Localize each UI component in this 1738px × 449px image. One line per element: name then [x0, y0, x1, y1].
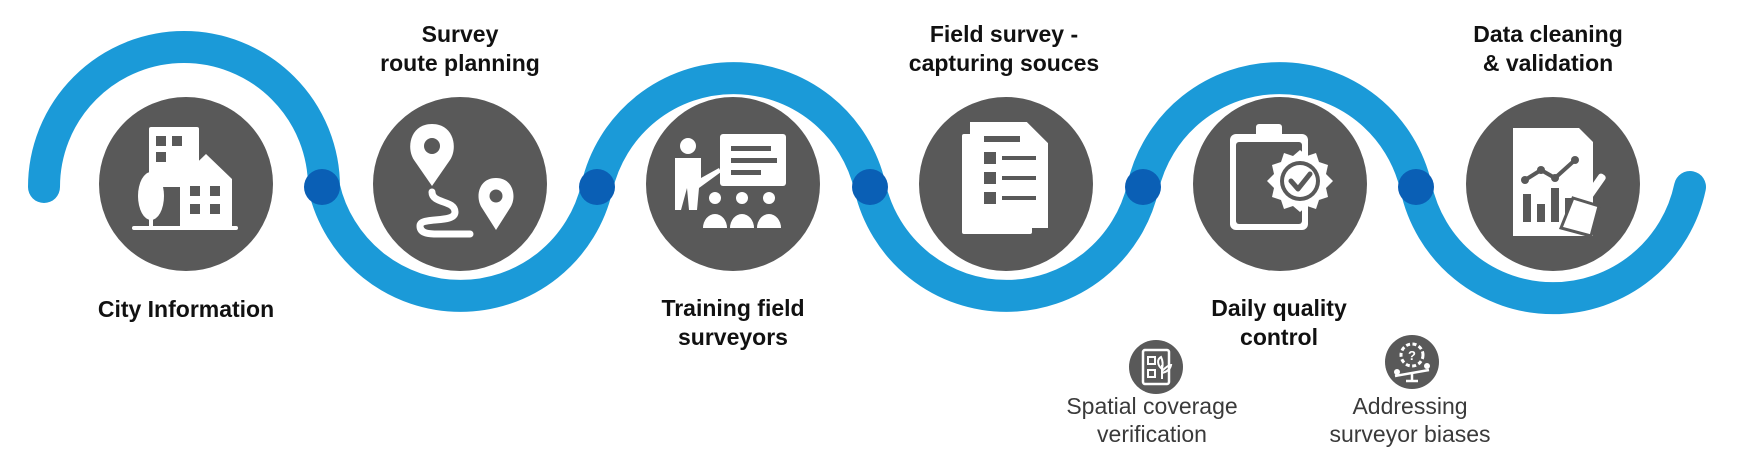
gear-scale-icon: ?	[1394, 342, 1430, 383]
connector-dot-3	[852, 169, 888, 205]
step-circle-3	[646, 97, 820, 271]
step-label-2-line-1: Survey	[421, 21, 499, 47]
presentation-icon	[675, 134, 786, 228]
substep-label-2: Addressing surveyor biases	[1329, 392, 1490, 448]
svg-text:?: ?	[1408, 348, 1416, 363]
step-label-6-line-1: Data cleaning	[1473, 21, 1623, 47]
clipboard-badge-icon	[1230, 124, 1333, 230]
step-circle-1	[99, 97, 273, 271]
step-label-1: City Information	[98, 295, 274, 324]
substep-label-2-line-1: Addressing	[1352, 393, 1468, 419]
step-circle-5	[1193, 97, 1367, 271]
step-label-1-line-1: City Information	[97, 296, 275, 322]
document-plant-icon	[1141, 348, 1173, 386]
substep-circle-1	[1129, 340, 1183, 394]
connector-dot-4	[1125, 169, 1161, 205]
step-label-3: Training field surveyors	[661, 294, 804, 352]
substep-circle-2: ?	[1385, 335, 1439, 389]
step-label-6-line-2: & validation	[1482, 50, 1614, 76]
step-label-3-line-1: Training field	[661, 295, 805, 321]
step-circle-4	[919, 97, 1093, 271]
substep-label-1-line-2: verification	[1097, 421, 1207, 447]
step-label-5: Daily quality control	[1211, 294, 1346, 352]
step-label-2: Survey route planning	[380, 20, 540, 78]
step-label-5-line-1: Daily quality	[1211, 295, 1347, 321]
substep-label-2-line-2: surveyor biases	[1329, 421, 1491, 447]
step-label-5-line-2: control	[1240, 324, 1318, 350]
step-label-4: Field survey - capturing souces	[909, 20, 1099, 78]
report-broom-icon	[1513, 128, 1606, 238]
step-circle-6	[1466, 97, 1640, 271]
route-pins-icon	[410, 124, 514, 238]
step-label-4-line-1: Field survey -	[929, 21, 1079, 47]
step-circle-2	[373, 97, 547, 271]
substep-label-1-line-1: Spatial coverage	[1066, 393, 1238, 419]
step-label-4-line-2: capturing souces	[908, 50, 1100, 76]
connector-dot-1	[304, 169, 340, 205]
connector-dot-2	[579, 169, 615, 205]
checklist-document-icon	[962, 122, 1048, 234]
connector-dot-5	[1398, 169, 1434, 205]
step-label-2-line-2: route planning	[380, 50, 540, 76]
step-label-3-line-2: surveyors	[678, 324, 788, 350]
buildings-icon	[132, 127, 238, 230]
step-label-6: Data cleaning & validation	[1473, 20, 1623, 78]
substep-label-1: Spatial coverage verification	[1066, 392, 1237, 448]
